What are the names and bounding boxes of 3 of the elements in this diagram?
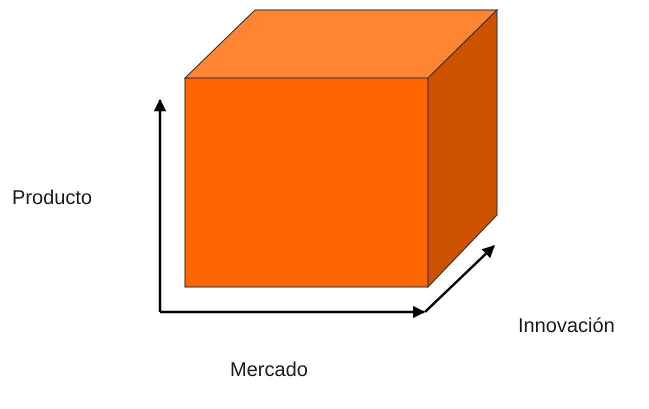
axis-label: Innovación — [518, 316, 615, 336]
axis-label: Producto — [12, 188, 92, 208]
axis-label: Mercado — [230, 360, 308, 380]
